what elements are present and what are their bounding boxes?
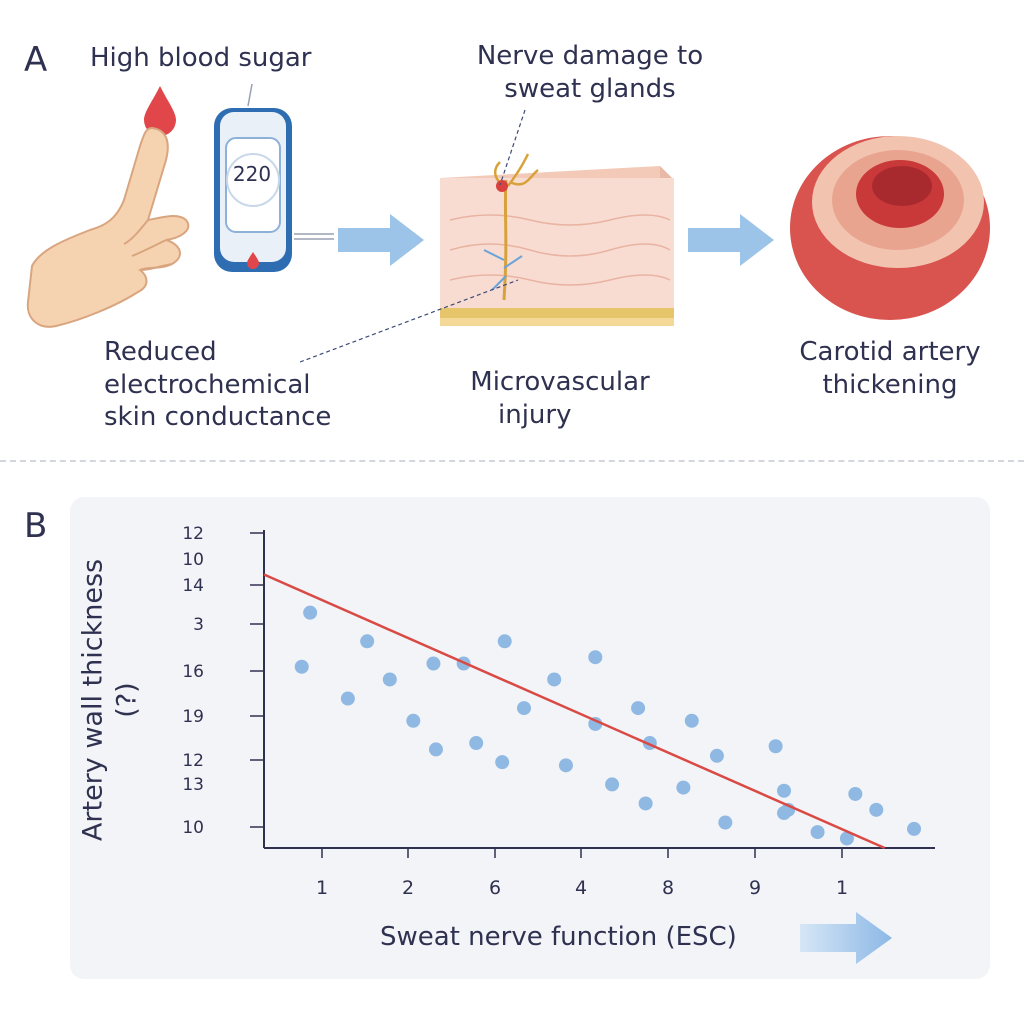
data-point: [428, 742, 443, 757]
trend-line: [263, 573, 886, 850]
data-point: [547, 672, 562, 687]
data-point: [497, 634, 512, 649]
panel-a-letter: A: [24, 40, 48, 80]
y-tick-label: 3: [193, 615, 204, 635]
x-axis-label: Sweat nerve function (ESC): [380, 922, 737, 952]
y-tick-label: 14: [182, 576, 204, 596]
data-point: [869, 802, 884, 817]
data-point: [303, 605, 318, 620]
leader-lines: [299, 109, 526, 363]
data-point: [810, 825, 825, 840]
data-point: [558, 758, 573, 773]
y-tick-label: 10: [182, 550, 204, 570]
arrow-right-icon: [688, 214, 774, 266]
data-point: [360, 634, 375, 649]
data-point: [848, 786, 863, 801]
data-point: [768, 739, 783, 754]
y-tick-label: 19: [182, 707, 204, 727]
data-point: [777, 806, 792, 821]
x-tick-label: 9: [749, 877, 761, 899]
data-point: [469, 736, 484, 751]
carotid-line-2: thickening: [822, 369, 958, 400]
arrow-right-icon: [800, 912, 892, 964]
meter-reading: 220: [232, 162, 272, 186]
x-tick-label: 1: [836, 877, 848, 899]
data-point: [517, 701, 532, 716]
panel-b-letter: B: [24, 506, 48, 546]
nerve-damage-label: Nerve damage to sweat glands: [440, 40, 740, 105]
skin-cross-section-illustration: [440, 153, 674, 326]
x-tick-label: 8: [662, 877, 674, 899]
micro-line-2: injury: [498, 399, 572, 430]
y-tick-label: 12: [182, 751, 204, 771]
chart-background: [70, 497, 990, 979]
data-point: [294, 659, 309, 674]
data-point: [406, 713, 421, 728]
high-blood-sugar-label: High blood sugar: [90, 43, 312, 73]
data-point: [638, 796, 653, 811]
data-point: [588, 716, 603, 731]
x-tick-label: 6: [489, 877, 501, 899]
data-point: [709, 748, 724, 763]
data-point: [631, 701, 646, 716]
reduced-line-1: Reduced: [104, 337, 217, 367]
x-tick-label: 1: [316, 877, 328, 899]
artery-cross-section-illustration: [790, 136, 990, 320]
panel-divider: [0, 460, 1024, 462]
data-point: [382, 672, 397, 687]
finger-prick-illustration: [26, 86, 190, 328]
nerve-damage-line-1: Nerve damage to: [476, 41, 704, 71]
hand-icon: [26, 126, 190, 328]
data-point: [588, 650, 603, 665]
data-point: [839, 831, 854, 846]
y-tick-label: 10: [182, 818, 204, 838]
data-point: [605, 777, 620, 792]
micro-line-1: Microvascular: [470, 367, 650, 397]
x-tick-label: 4: [575, 877, 587, 899]
glucose-meter-illustration: [214, 84, 334, 272]
y-tick-label: 12: [182, 524, 204, 544]
data-point: [340, 691, 355, 706]
x-tick-label: 2: [402, 877, 414, 899]
data-point: [676, 780, 691, 795]
carotid-thickening-label: Carotid artery thickening: [770, 336, 1010, 401]
reduced-line-2: electrochemical: [104, 369, 311, 400]
microvascular-injury-label: Microvascular injury: [430, 366, 690, 431]
data-point: [426, 656, 441, 671]
blood-drop-icon: [144, 86, 176, 136]
y-tick-label: 16: [182, 662, 204, 682]
nerve-damage-line-2: sweat glands: [504, 73, 676, 104]
data-point: [684, 713, 699, 728]
data-point: [495, 755, 510, 770]
arrow-right-icon: [338, 214, 424, 266]
y-tick-label: 13: [182, 775, 204, 795]
carotid-line-1: Carotid artery: [799, 337, 981, 367]
data-point: [777, 783, 792, 798]
data-point: [907, 821, 922, 836]
data-point: [718, 815, 733, 830]
reduced-line-3: skin conductance: [104, 402, 332, 432]
reduced-conductance-label: Reduced electrochemical skin conductance: [104, 336, 331, 434]
